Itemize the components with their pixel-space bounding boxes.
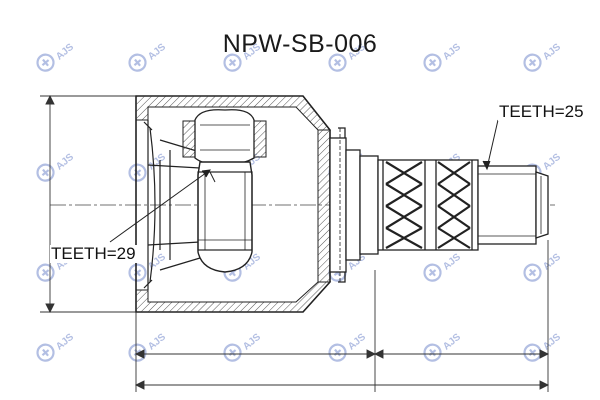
- housing-cavity: [143, 120, 211, 290]
- knurl-chevron: [437, 183, 471, 207]
- ajs-parts-logo-icon: AJS: [515, 320, 573, 366]
- tripod-roller-assembly: [182, 109, 267, 273]
- ajs-parts-logo-icon: AJS: [215, 30, 273, 76]
- ajs-parts-logo-icon: AJS: [515, 240, 573, 286]
- ajs-parts-logo-icon: AJS: [215, 320, 273, 366]
- callout-leaders: [109, 119, 499, 243]
- ajs-parts-logo-icon: AJS: [120, 30, 178, 76]
- knurl-chevron: [437, 227, 471, 249]
- ajs-parts-logo-icon: AJS: [28, 320, 86, 366]
- ajs-parts-logo-icon: AJS: [415, 320, 473, 366]
- ajs-parts-logo-icon: AJS: [515, 30, 573, 76]
- knurl-chevron: [385, 183, 423, 207]
- knurl-chevron: [437, 205, 471, 229]
- knurl-chevron: [385, 161, 423, 185]
- stub-shaft: [329, 127, 479, 283]
- housing-outer: [135, 95, 332, 313]
- outer-spline-end: [477, 165, 549, 245]
- teeth-inner-callout: TEETH=29: [50, 244, 137, 263]
- knurl-chevron: [385, 227, 423, 249]
- spline-knurl-pattern: [385, 161, 471, 249]
- knurl-chevron: [437, 161, 471, 185]
- ajs-parts-logo-icon: AJS: [28, 140, 86, 186]
- ajs-parts-logo-icon: AJS: [415, 240, 473, 286]
- part-number-title: NPW-SB-006: [222, 30, 378, 58]
- teeth-outer-callout: TEETH=25: [498, 102, 585, 121]
- ajs-parts-logo-icon: AJS: [28, 30, 86, 76]
- ajs-parts-logo-icon: AJS: [415, 30, 473, 76]
- ajs-parts-logo-icon: AJS: [320, 30, 378, 76]
- dimension-lines: [40, 94, 550, 392]
- knurl-chevron: [385, 205, 423, 229]
